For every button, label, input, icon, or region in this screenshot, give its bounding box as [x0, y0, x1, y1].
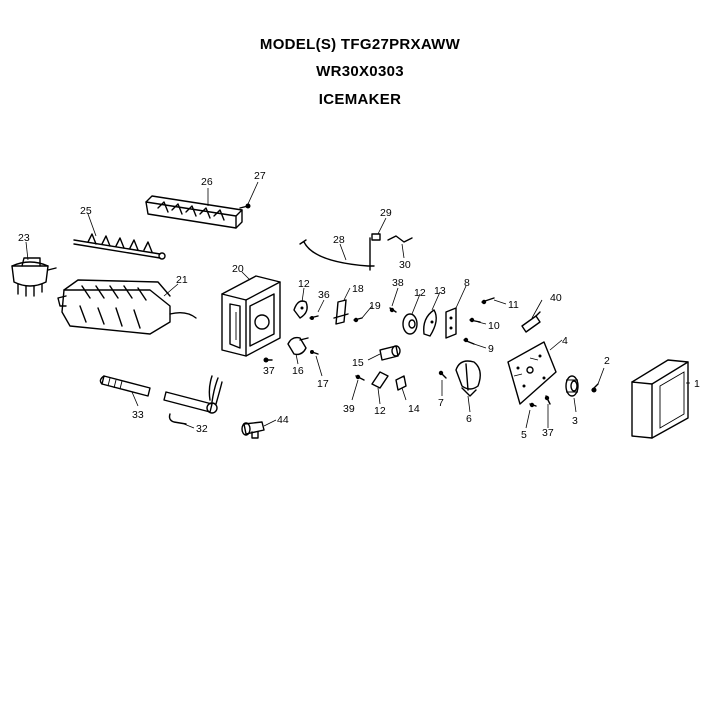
- part-18-lever: [333, 299, 349, 325]
- callout-23: 23: [18, 232, 30, 244]
- callout-27: 27: [254, 170, 266, 182]
- part-9-screw: [463, 337, 475, 345]
- part-11-screw: [481, 297, 495, 305]
- callout-17: 17: [317, 378, 329, 390]
- callout-21: 21: [176, 274, 188, 286]
- part-28-feeler-arm: [299, 237, 375, 271]
- part-29-bracket: [371, 233, 381, 241]
- callout-16: 16: [292, 365, 304, 377]
- callout-32: 32: [196, 423, 208, 435]
- callout-20: 20: [232, 263, 244, 275]
- callout-2: 2: [604, 355, 610, 367]
- callout-13: 13: [434, 285, 446, 297]
- part-3-drive-gear: [565, 375, 579, 397]
- callout-26: 26: [201, 176, 213, 188]
- callout-18: 18: [352, 283, 364, 295]
- part-33-fill-tube: [99, 375, 151, 397]
- model-title: MODEL(S) TFG27PRXAWW: [259, 36, 461, 53]
- part-17-screw: [310, 350, 319, 355]
- part-14-clip: [395, 375, 407, 391]
- part-38-screw: [389, 307, 397, 313]
- callout-7: 7: [438, 397, 444, 409]
- assembly-name: ICEMAKER: [318, 91, 402, 108]
- part-26-cover: [145, 195, 243, 229]
- part-12-gear-c: [371, 371, 389, 389]
- part-27-screw: [239, 203, 251, 209]
- callout-33: 33: [132, 409, 144, 421]
- callout-37-left: 37: [263, 365, 275, 377]
- part-20-housing: [221, 275, 281, 357]
- part-4-mounting-plate: [507, 341, 557, 405]
- callout-36: 36: [318, 289, 330, 301]
- callout-37-right: 37: [542, 427, 554, 439]
- part-10-screw: [469, 317, 481, 323]
- callout-3: 3: [572, 415, 578, 427]
- part-heater-harness: [163, 375, 223, 414]
- callout-8: 8: [464, 277, 470, 289]
- part-37-screw-left: [263, 357, 273, 363]
- part-25-ejector: [73, 233, 166, 260]
- callout-12-b: 12: [414, 287, 426, 299]
- callout-30: 30: [399, 259, 411, 271]
- part-7-screw: [438, 370, 447, 379]
- part-6-motor: [455, 360, 481, 397]
- part-30-spring: [387, 235, 413, 243]
- callout-38: 38: [392, 277, 404, 289]
- callout-12-a: 12: [298, 278, 310, 290]
- callout-10: 10: [488, 320, 500, 332]
- callout-19: 19: [369, 300, 381, 312]
- callout-40: 40: [550, 292, 562, 304]
- callout-9: 9: [488, 343, 494, 355]
- callout-1: 1: [694, 378, 700, 390]
- part-32-clip: [168, 413, 187, 425]
- part-36-pin: [309, 315, 319, 320]
- part-12-cam-a: [293, 300, 308, 319]
- callout-28: 28: [333, 234, 345, 246]
- callout-12-c: 12: [374, 405, 386, 417]
- callout-4: 4: [562, 335, 568, 347]
- callout-14: 14: [408, 403, 420, 415]
- part-19-screw: [353, 317, 363, 323]
- part-21-mold: [57, 279, 197, 335]
- callout-39: 39: [343, 403, 355, 415]
- callout-29: 29: [380, 207, 392, 219]
- part-8-bracket: [445, 307, 457, 339]
- callout-11: 11: [508, 299, 519, 311]
- part-2-screw: [591, 383, 599, 393]
- part-40-sensor: [521, 311, 541, 333]
- callout-15: 15: [352, 357, 364, 369]
- callout-25: 25: [80, 205, 92, 217]
- part-1-front-cover: [631, 359, 689, 439]
- part-39-screw: [355, 374, 365, 381]
- part-5-screw: [529, 402, 537, 408]
- callout-44: 44: [277, 414, 289, 426]
- callout-6: 6: [466, 413, 472, 425]
- part-37-screw-right: [544, 395, 551, 405]
- part-15-motor-shaft: [379, 345, 401, 361]
- part-23-thermostat: [11, 257, 57, 297]
- part-16-switch: [287, 336, 309, 356]
- part-12-gear-b: [402, 313, 418, 335]
- callout-5: 5: [521, 429, 527, 441]
- kit-number: WR30X0303: [316, 63, 404, 80]
- part-13-cam-plate: [423, 309, 437, 337]
- part-44-plug: [241, 421, 265, 439]
